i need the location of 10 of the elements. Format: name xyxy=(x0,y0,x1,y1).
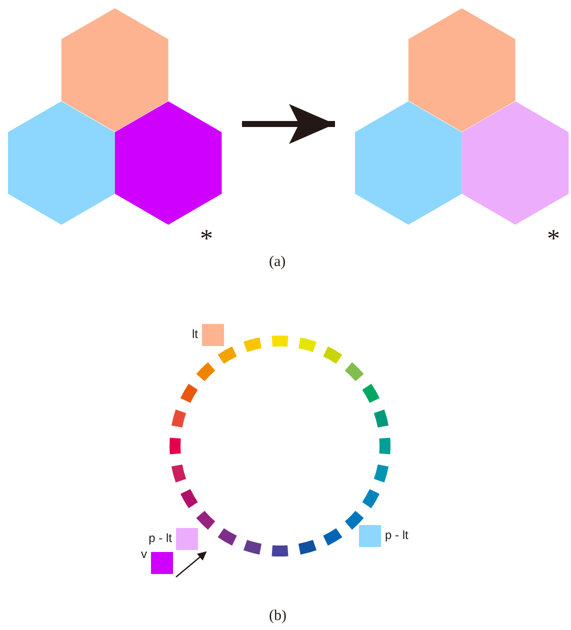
swatch-label: lt xyxy=(192,327,198,341)
panel-label: (a) xyxy=(269,254,286,271)
asterisk-mark: * xyxy=(200,226,213,252)
swatch-label: p - lt xyxy=(385,528,408,542)
panel-label: (b) xyxy=(269,608,286,625)
swatch-label: v xyxy=(141,547,147,561)
swatch-label: p - lt xyxy=(148,531,172,545)
arrow xyxy=(176,551,207,578)
asterisk-mark: * xyxy=(547,226,560,252)
arrow xyxy=(242,104,335,144)
